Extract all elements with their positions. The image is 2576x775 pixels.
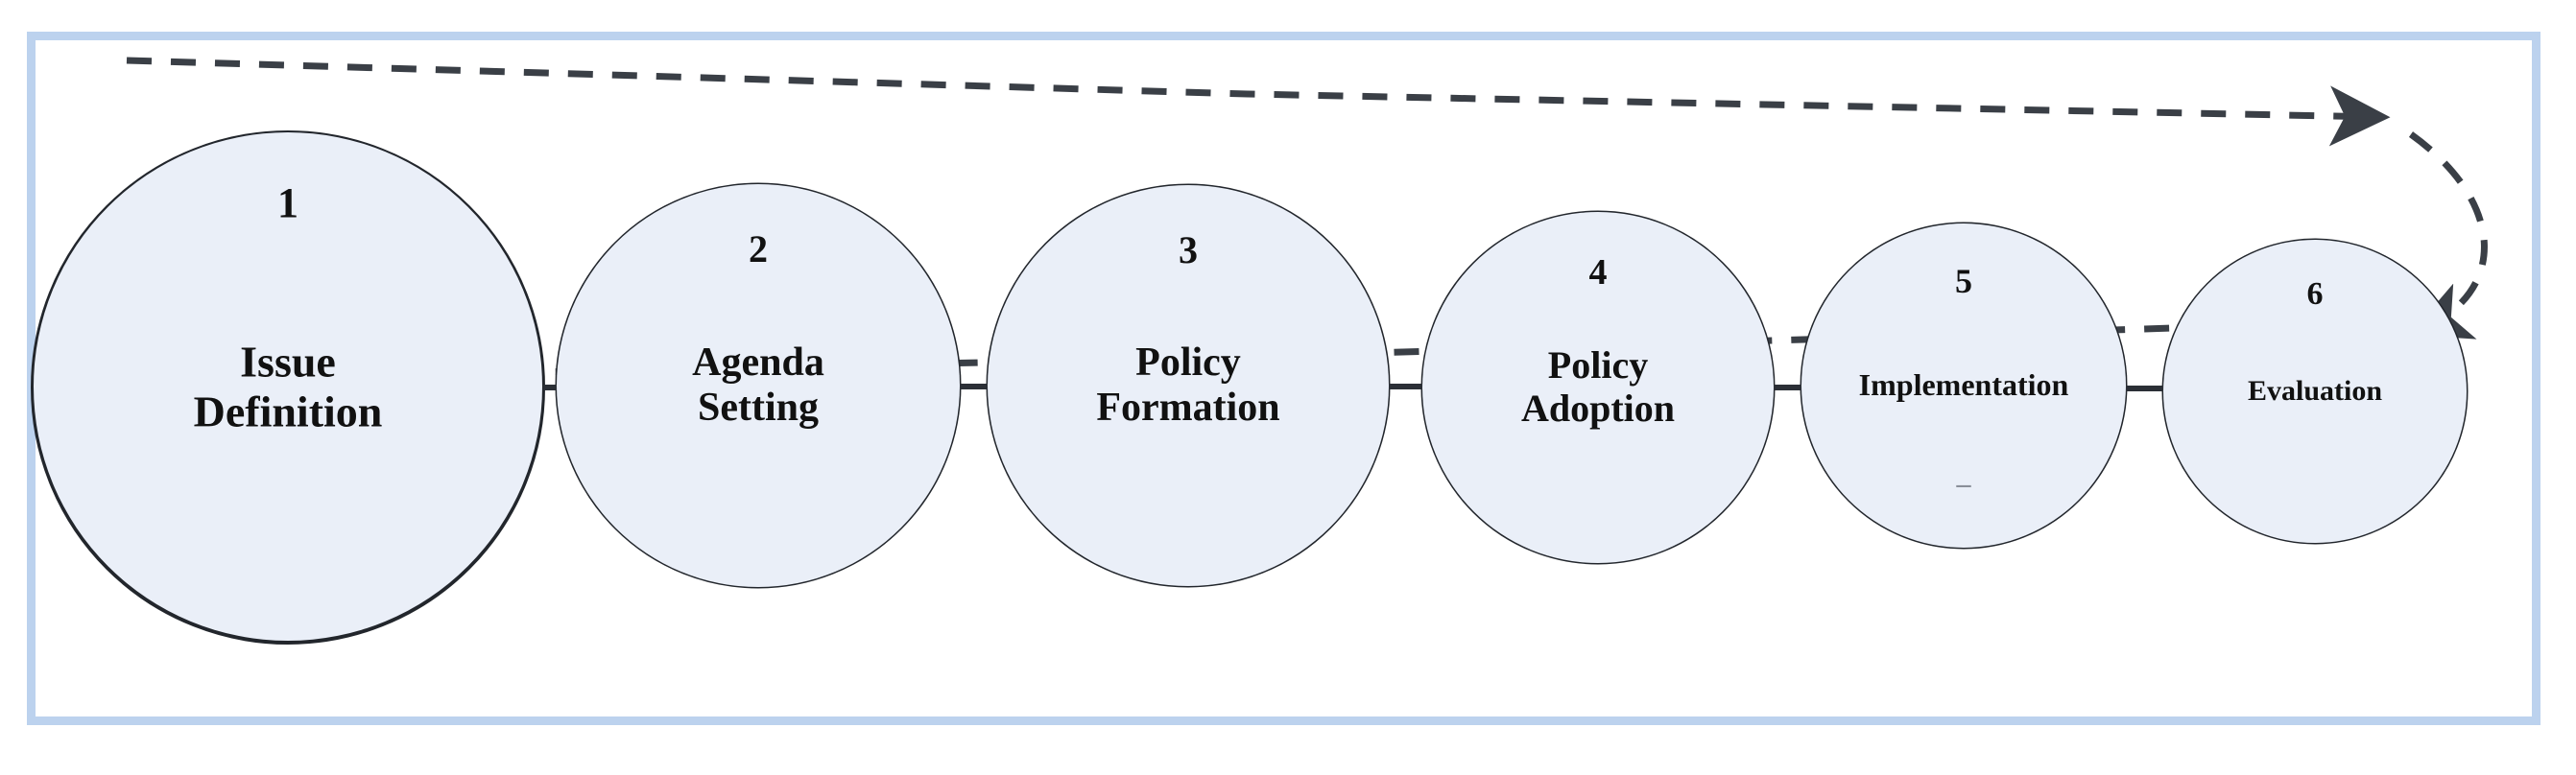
stage-node-3[interactable]: 3 Policy Formation xyxy=(988,185,1389,586)
feedback-right-arc xyxy=(2408,131,2488,340)
stage-label-6: Evaluation xyxy=(2247,375,2383,408)
stage-number-6: 6 xyxy=(2306,276,2324,312)
stage-node-1[interactable]: 1 Issue Definition xyxy=(34,132,542,641)
stage-connectors xyxy=(543,384,2164,391)
stage-5-bottom-mark: _ xyxy=(1956,458,1971,490)
stage-node-5[interactable]: 5 Implementation _ xyxy=(1801,223,2126,548)
stage-node-4[interactable]: 4 Policy Adoption xyxy=(1422,212,1774,563)
feedback-top-dashed-line xyxy=(126,57,2391,147)
stage-number-4: 4 xyxy=(1588,252,1608,293)
stage-number-5: 5 xyxy=(1955,262,1972,300)
stage-label-2: Agenda Setting xyxy=(692,340,824,430)
stage-label-3: Policy Formation xyxy=(1096,340,1280,430)
stage-number-3: 3 xyxy=(1179,228,1198,271)
stage-label-1: Issue Definition xyxy=(193,337,383,435)
stage-number-1: 1 xyxy=(277,179,298,226)
stage-label-5: Implementation xyxy=(1858,367,2069,403)
stage-node-6[interactable]: 6 Evaluation xyxy=(2163,240,2467,543)
stage-label-4: Policy Adoption xyxy=(1520,343,1676,430)
stage-number-2: 2 xyxy=(749,227,768,270)
stage-node-2[interactable]: 2 Agenda Setting xyxy=(557,184,960,587)
